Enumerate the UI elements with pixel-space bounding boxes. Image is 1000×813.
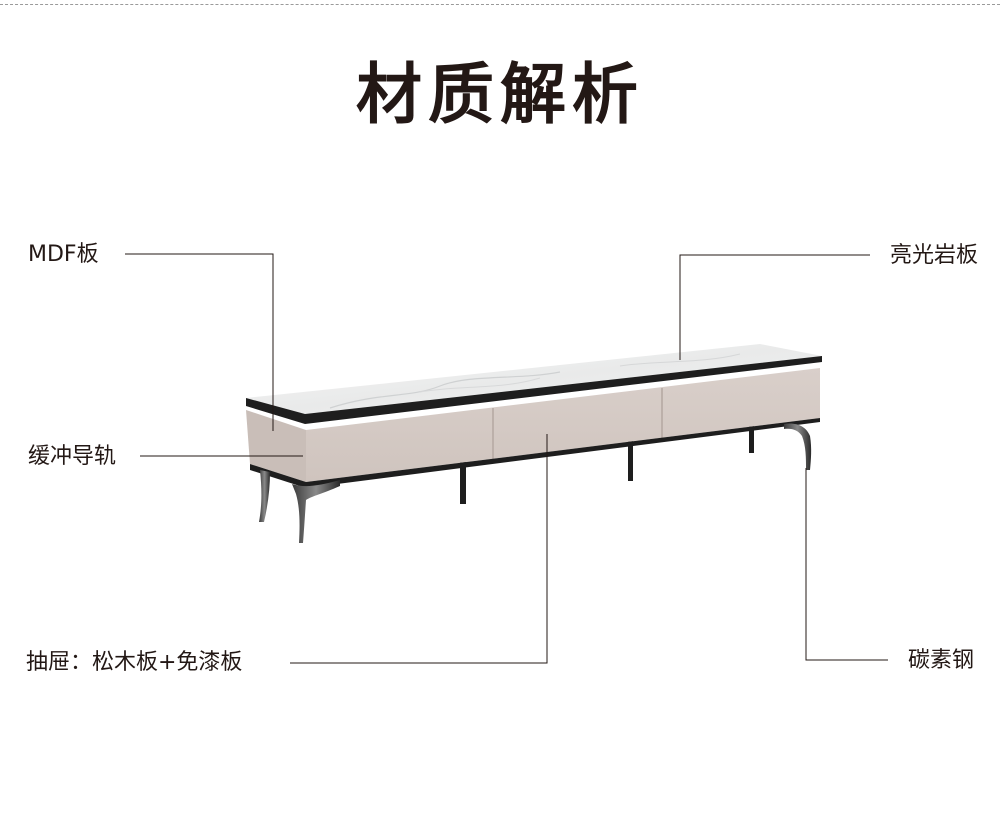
- page-title: 材质解析: [356, 56, 644, 133]
- back-legs: [460, 426, 754, 504]
- cabinet-side: [246, 410, 306, 482]
- back-leg: [628, 438, 633, 481]
- leader-line-steel: [805, 468, 888, 661]
- label-glossy-stone-slab: 亮光岩板: [889, 243, 978, 268]
- front-leg: [292, 480, 340, 543]
- back-leg: [460, 462, 466, 504]
- marble-vein: [329, 371, 561, 409]
- front-leg: [784, 423, 812, 470]
- front-leg: [259, 470, 270, 522]
- dashed-top-border: [0, 4, 1000, 5]
- leader-line-stone: [679, 254, 870, 360]
- marble-vein: [419, 377, 541, 393]
- cabinet-front: [306, 368, 820, 482]
- label-carbon-steel: 碳素钢: [907, 648, 974, 673]
- label-drawer-material: 抽屉：松木板+免漆板: [26, 650, 243, 675]
- front-legs: [259, 423, 812, 543]
- top-edge: [246, 356, 822, 424]
- label-mdf-board: MDF板: [28, 242, 99, 267]
- leader-lines: [125, 253, 888, 664]
- marble-vein: [619, 353, 741, 367]
- label-soft-close-rail: 缓冲导轨: [28, 444, 117, 469]
- back-leg: [749, 426, 754, 453]
- leader-line-drawer: [290, 434, 548, 664]
- leader-line-mdf: [125, 253, 274, 431]
